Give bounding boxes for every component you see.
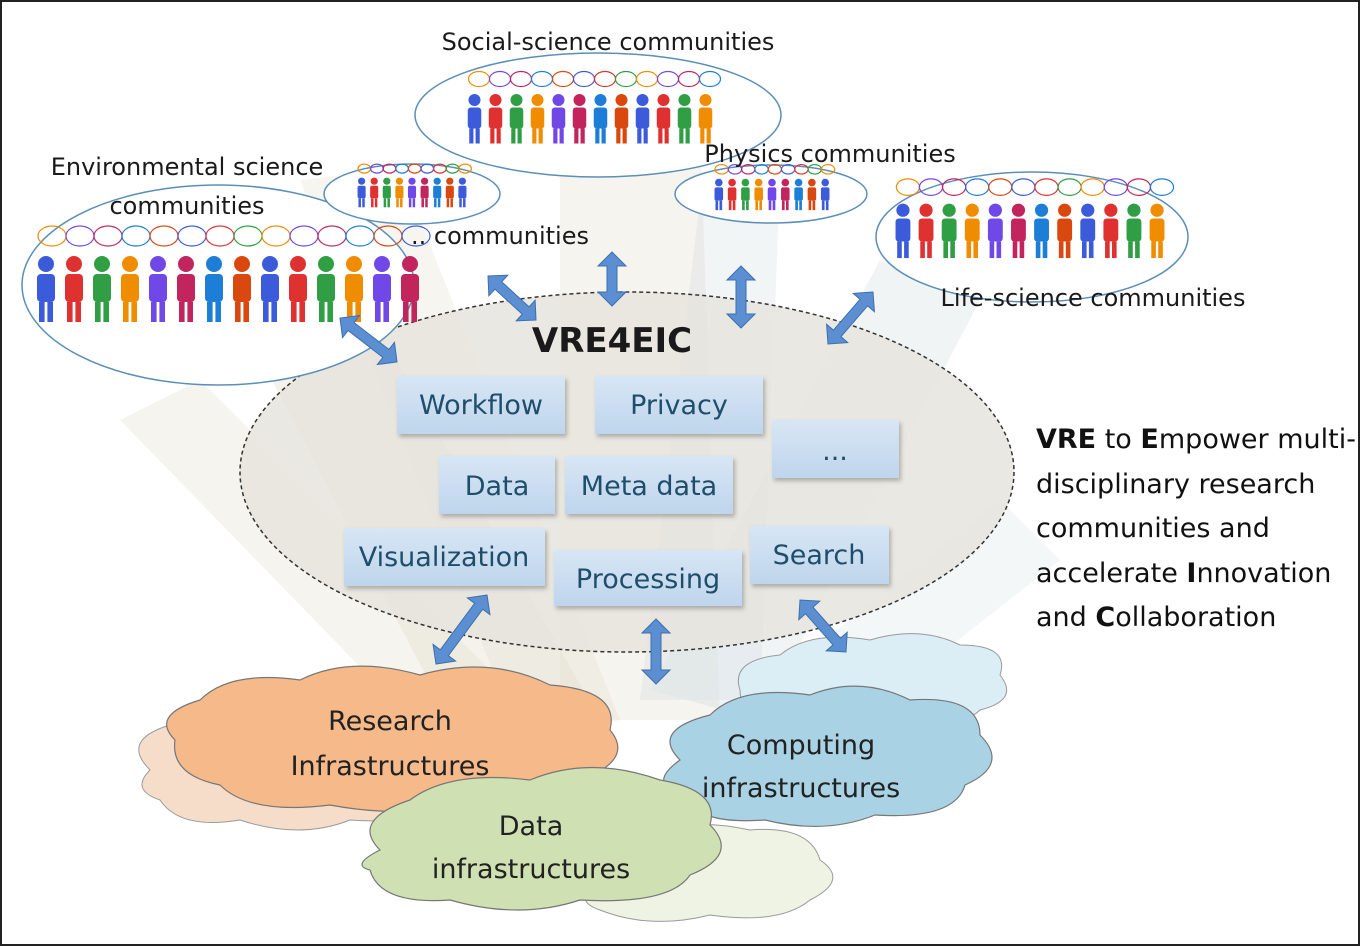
arrows <box>339 251 876 685</box>
component-visualization <box>344 528 545 586</box>
label-environmental-line2: communities <box>109 192 264 220</box>
component-more-label: ... <box>822 436 848 467</box>
tagline-innovation: nnovation and <box>1036 557 1332 634</box>
component-workflow <box>397 376 565 434</box>
component-metadata <box>565 456 733 514</box>
double-arrow-icon <box>798 599 848 653</box>
label-other-communities: .. communities <box>411 222 589 250</box>
component-data <box>439 456 555 514</box>
label-physics: Physics communities <box>704 140 955 168</box>
double-arrow-icon <box>487 274 537 322</box>
tagline-c: C <box>1095 602 1116 633</box>
tagline-vre: VRE <box>1036 424 1097 455</box>
tagline-i: I <box>1186 557 1197 589</box>
cloud-icon <box>361 766 722 911</box>
component-search <box>750 526 889 584</box>
component-metadata-label: Meta data <box>581 471 717 502</box>
component-search-label: Search <box>773 540 866 571</box>
component-privacy <box>595 376 763 434</box>
cloud-icon <box>663 685 993 828</box>
people-group-icon <box>357 163 473 208</box>
cloud-icon <box>166 665 619 813</box>
cloud-research-label-1: Research <box>328 706 452 737</box>
double-arrow-icon <box>640 618 672 685</box>
core-title: VRE4EIC <box>532 321 692 361</box>
cloud-data-label-1: Data <box>499 811 563 842</box>
people-group-icon <box>714 163 836 211</box>
component-privacy-label: Privacy <box>630 390 728 421</box>
cloud-research <box>166 665 619 813</box>
tagline-e: E <box>1140 424 1159 455</box>
component-processing <box>554 550 742 606</box>
double-arrow-icon <box>596 251 628 307</box>
component-data-label: Data <box>465 471 529 502</box>
double-arrow-icon <box>725 265 757 329</box>
component-visualization-label: Visualization <box>359 542 530 573</box>
component-more <box>772 420 899 478</box>
label-life-science: Life-science communities <box>941 284 1246 312</box>
tagline-to: to <box>1096 424 1141 455</box>
tagline-empower: mpower multi-disciplinary research commu… <box>1036 424 1356 589</box>
cloud-data-label-2: infrastructures <box>432 854 630 885</box>
tagline-collaboration: ollaboration <box>1115 602 1277 633</box>
cloud-data <box>361 766 722 911</box>
double-arrow-icon <box>825 291 876 345</box>
people-group-icon <box>467 70 722 144</box>
double-arrow-icon <box>432 594 491 665</box>
cloud-research-label-2: Infrastructures <box>291 751 490 782</box>
label-social-science: Social-science communities <box>442 28 775 56</box>
cloud-computing-label-1: Computing <box>727 730 875 761</box>
label-environmental-line1: Environmental science <box>51 153 324 181</box>
people-group-icon <box>895 178 1175 259</box>
tagline: VRE to Empower multi-disciplinary resear… <box>1036 418 1356 641</box>
cloud-computing <box>663 685 993 828</box>
double-arrow-icon <box>339 314 398 366</box>
component-workflow-label: Workflow <box>419 390 543 421</box>
component-processing-label: Processing <box>576 564 720 595</box>
cloud-computing-label-2: infrastructures <box>702 773 900 804</box>
people-group-icon <box>37 225 431 322</box>
